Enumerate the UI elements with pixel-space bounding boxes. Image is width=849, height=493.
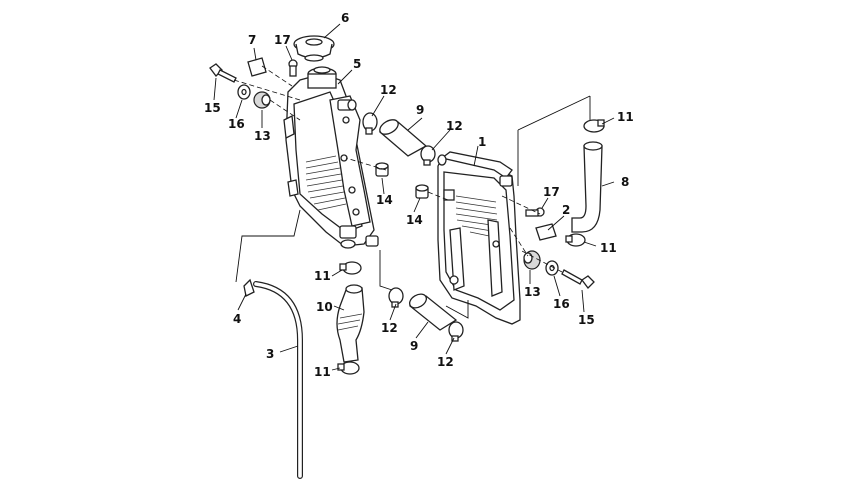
- callout-6: 6: [341, 11, 349, 25]
- clamp-12-a: [362, 112, 378, 135]
- callout-13-left: 13: [254, 129, 271, 143]
- screw-17-left: [288, 59, 298, 77]
- callout-3: 3: [266, 347, 274, 361]
- bolt-15-left: [209, 63, 237, 83]
- callout-12-c: 12: [381, 321, 398, 335]
- hose-10: [336, 284, 365, 363]
- callout-9-upper: 9: [416, 103, 424, 117]
- callout-8: 8: [621, 175, 629, 189]
- callout-14-right: 14: [406, 213, 423, 227]
- hose-8: [571, 141, 603, 233]
- clamp-11-top-right: [583, 119, 605, 133]
- sticker-7: [247, 57, 267, 77]
- clamp-11-mid: [339, 261, 362, 275]
- callout-1: 1: [478, 135, 486, 149]
- hose-9-upper: [378, 119, 428, 157]
- clamp-11-bottom: [337, 361, 360, 375]
- callout-labels: 1 2 3 4 5 6 7 8 9 9 10 11 11 11 11 12 12…: [204, 11, 634, 379]
- callout-12-a: 12: [380, 83, 397, 97]
- reference-lines: [233, 65, 591, 319]
- callout-11-bottom-right: 11: [600, 241, 617, 255]
- bolt-15-right: [561, 269, 595, 289]
- callout-7: 7: [248, 33, 256, 47]
- callout-11-bottom: 11: [314, 365, 331, 379]
- callout-11-top-right: 11: [617, 110, 634, 124]
- callout-16-right: 16: [553, 297, 570, 311]
- callout-4: 4: [233, 312, 241, 326]
- callout-13-right: 13: [524, 285, 541, 299]
- callout-14-left: 14: [376, 193, 393, 207]
- callout-5: 5: [353, 57, 361, 71]
- callout-12-d: 12: [437, 355, 454, 369]
- clamp-12-b: [420, 145, 436, 166]
- washer-16-right: [545, 260, 559, 276]
- plug-14-right: [415, 184, 429, 199]
- callout-15-right: 15: [578, 313, 595, 327]
- callout-11-mid: 11: [314, 269, 331, 283]
- grommet-13-left: [253, 91, 271, 109]
- callout-17-left: 17: [274, 33, 291, 47]
- radiator-cap-6: [293, 35, 335, 62]
- clamp-11-bottom-right: [565, 233, 586, 247]
- callout-15-left: 15: [204, 101, 221, 115]
- sticker-2: [535, 223, 557, 241]
- callout-2: 2: [562, 203, 570, 217]
- right-radiator: [437, 151, 521, 325]
- callout-9-lower: 9: [410, 339, 418, 353]
- hose-9-lower: [408, 293, 458, 331]
- overflow-tube-3: [253, 281, 303, 479]
- clamp-12-c: [388, 287, 404, 308]
- clip-4: [243, 278, 255, 297]
- callout-10: 10: [316, 300, 333, 314]
- left-radiator: [283, 66, 379, 249]
- callout-12-b: 12: [446, 119, 463, 133]
- callout-16-left: 16: [228, 117, 245, 131]
- clamp-12-d: [448, 321, 464, 342]
- washer-16-left: [237, 84, 251, 100]
- plug-14-left: [375, 162, 389, 177]
- callout-leaders: [213, 23, 615, 371]
- callout-17-right: 17: [543, 185, 560, 199]
